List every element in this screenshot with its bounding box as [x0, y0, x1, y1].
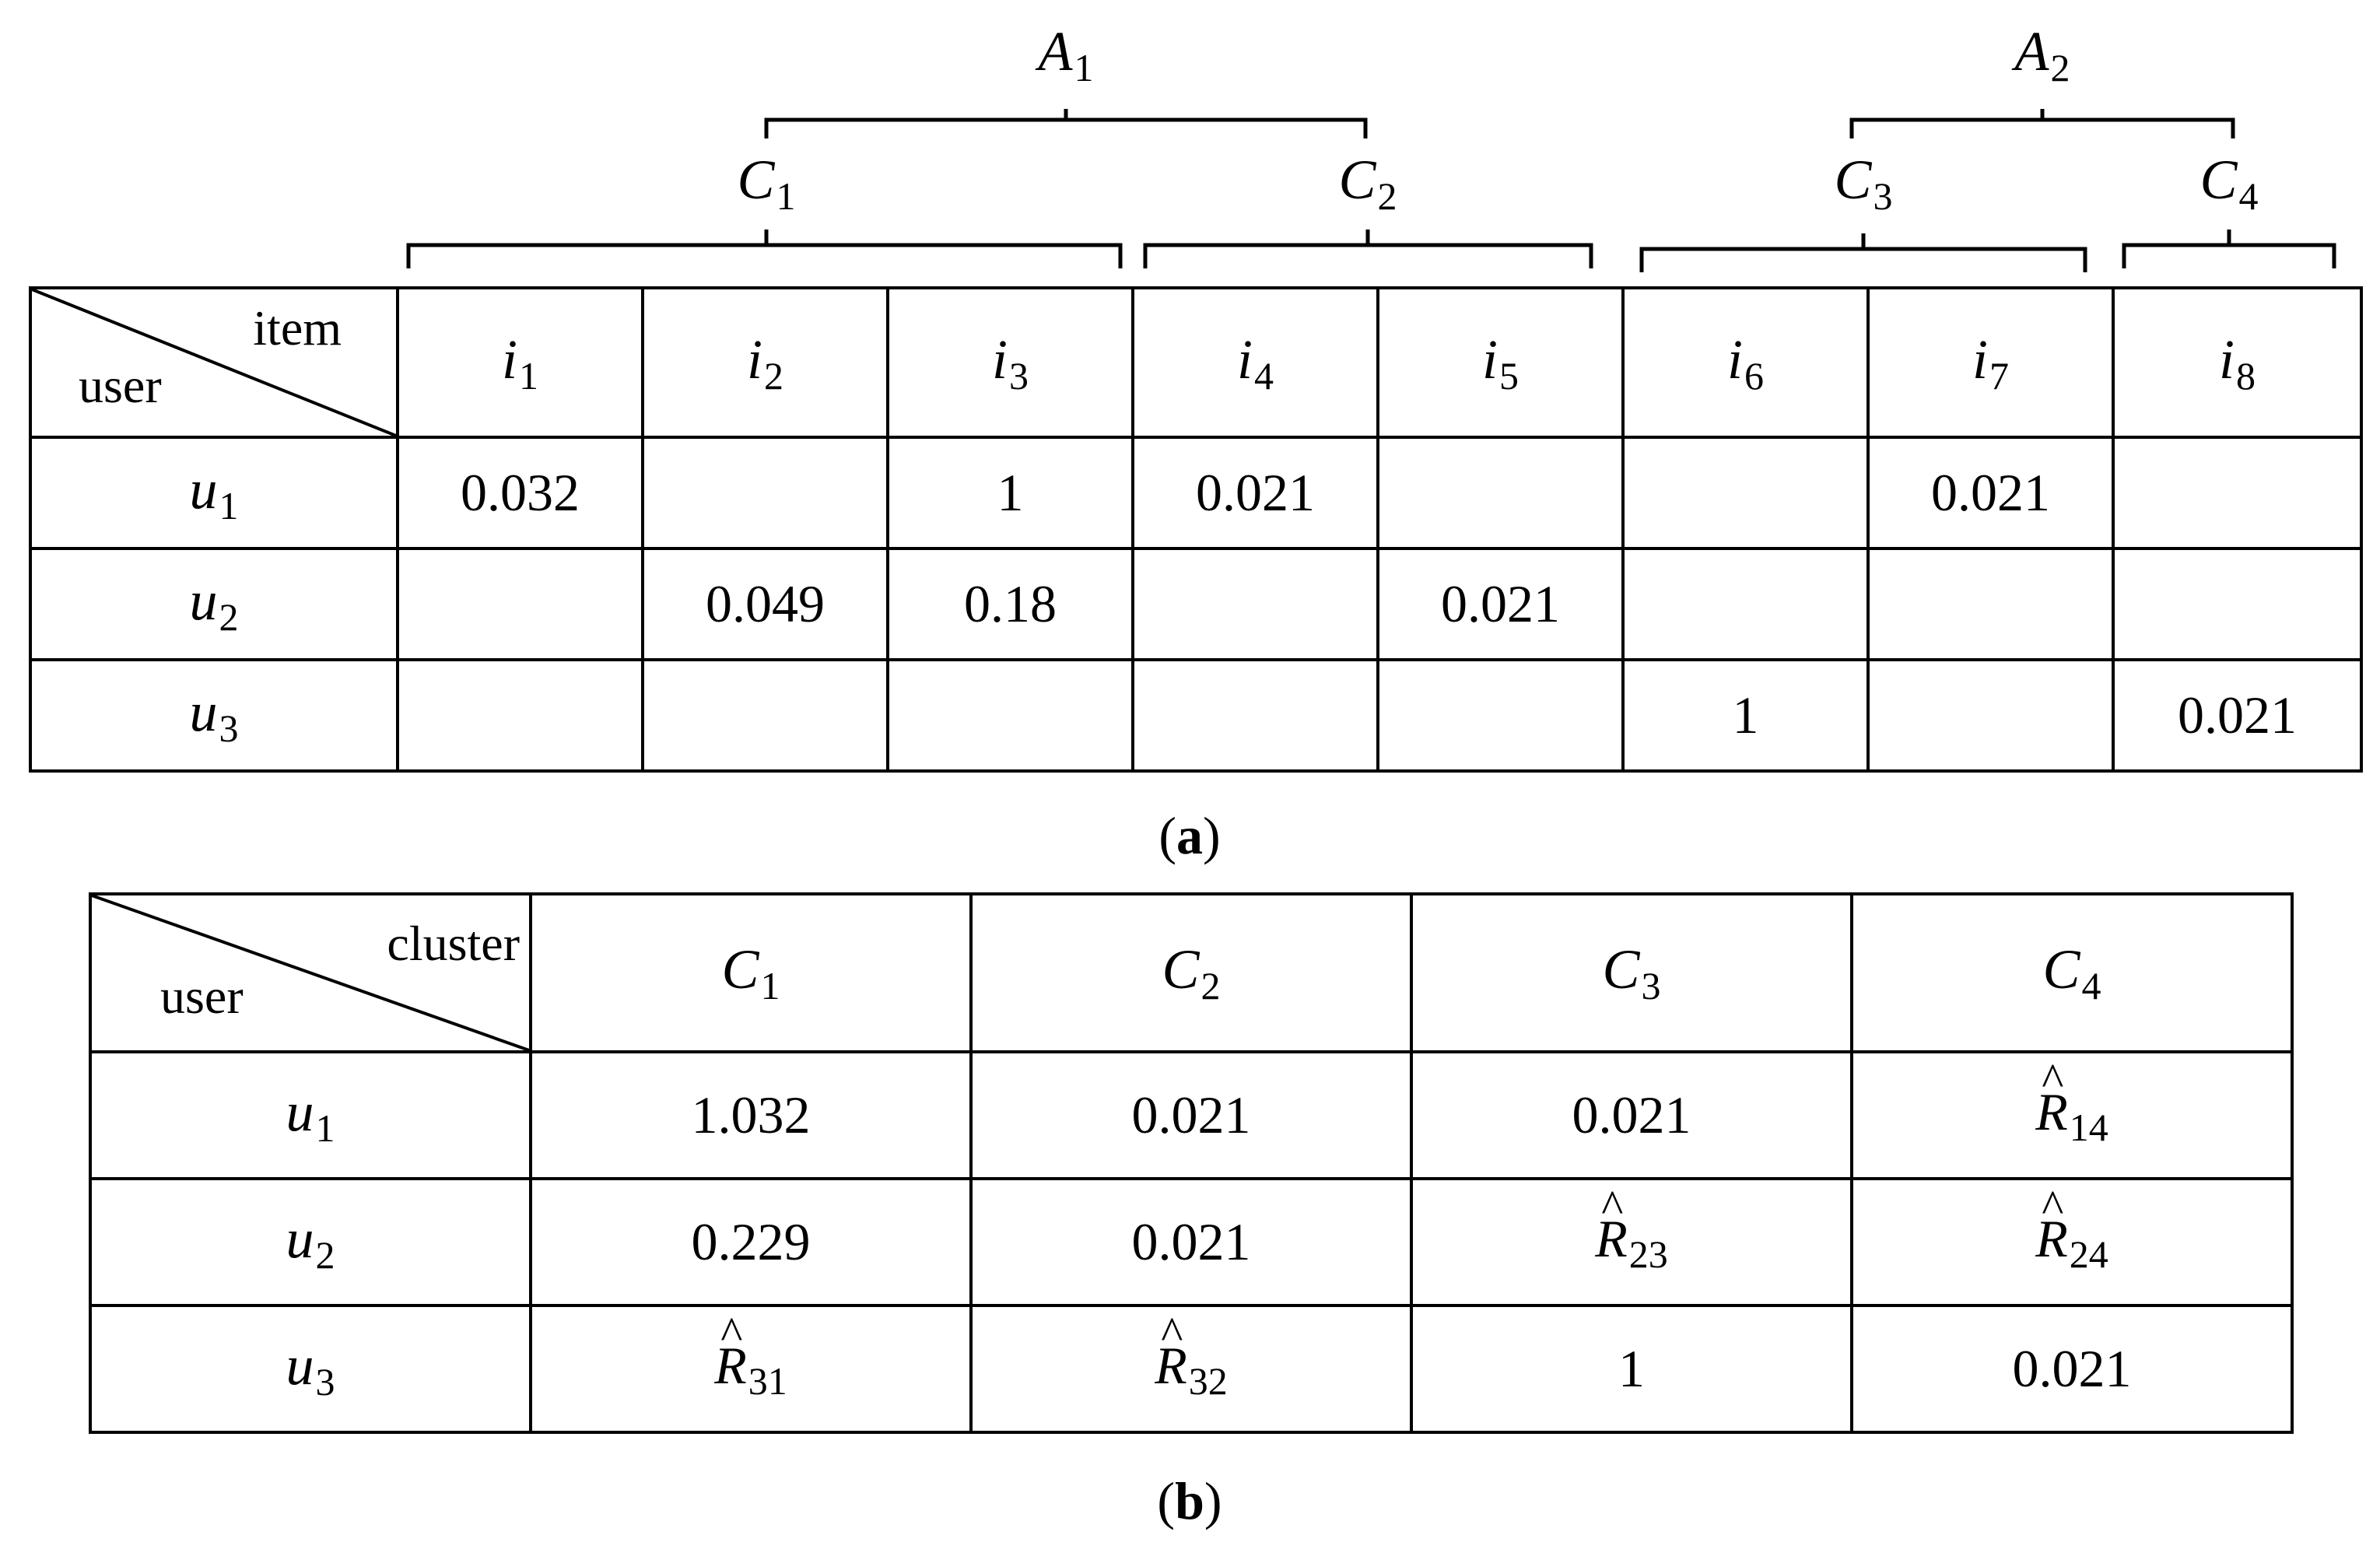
table-b-corner: cluster user	[89, 892, 532, 1053]
table-a-cell	[2112, 547, 2363, 661]
table-a-cell	[1131, 547, 1379, 661]
label-c1: C1	[737, 149, 796, 218]
col-header-i2: i2	[641, 286, 889, 439]
row-header-u2: u2	[89, 1177, 532, 1307]
table-a-cell: 0.021	[1866, 436, 2115, 550]
table-a: item user i1 i2 i3 i4 i5 i6 i7 i8 u1 0.0…	[29, 286, 2363, 773]
table-a-cell	[396, 547, 644, 661]
table-a-cell	[1376, 436, 1625, 550]
table-a-row: u2 0.049 0.18 0.021	[29, 547, 2363, 661]
table-a-cell: 0.032	[396, 436, 644, 550]
label-c4: C4	[2199, 149, 2259, 218]
table-a-cell: 0.021	[1131, 436, 1379, 550]
corner-label-item: item	[253, 300, 342, 356]
table-b-cell: ^R31	[529, 1304, 973, 1434]
table-a-cell	[1621, 547, 1870, 661]
table-a-cell: 0.021	[2112, 658, 2363, 773]
r-hat-symbol: ^R14	[2035, 1053, 2108, 1149]
table-a-cell: 0.18	[886, 547, 1134, 661]
caption-a: (a)	[1158, 806, 1221, 865]
label-c2: C2	[1338, 149, 1397, 218]
table-a-cell	[886, 658, 1134, 773]
table-b-cell: 1	[1410, 1304, 1853, 1434]
r-hat-symbol: ^R23	[1595, 1180, 1668, 1276]
table-b-cell: 1.032	[529, 1050, 973, 1180]
corner-label-user: user	[79, 358, 162, 413]
row-header-u1: u1	[29, 436, 399, 550]
label-a2: A2	[2014, 20, 2070, 89]
row-header-u3: u3	[89, 1304, 532, 1434]
corner-diagonal	[92, 895, 529, 1050]
row-header-u3: u3	[29, 658, 399, 773]
table-b-cell: 0.229	[529, 1177, 973, 1307]
col-header-i1: i1	[396, 286, 644, 439]
bracket-a2	[1849, 109, 2235, 138]
corner-label-cluster: cluster	[387, 916, 520, 971]
table-a-cell: 1	[886, 436, 1134, 550]
table-a-cell: 0.049	[641, 547, 889, 661]
table-a-cell	[2112, 436, 2363, 550]
table-a-cell: 1	[1621, 658, 1870, 773]
caption-b: (b)	[1157, 1471, 1222, 1530]
bracket-a1	[764, 109, 1368, 138]
table-b-cell: 0.021	[969, 1177, 1413, 1307]
col-header-i3: i3	[886, 286, 1134, 439]
col-header-c1: C1	[529, 892, 973, 1053]
table-a-cell	[1866, 658, 2115, 773]
col-header-c4: C4	[1850, 892, 2294, 1053]
r-hat-symbol: ^R24	[2035, 1180, 2108, 1276]
table-b-cell: ^R23	[1410, 1177, 1853, 1307]
table-a-cell	[1621, 436, 1870, 550]
table-a-cell	[641, 658, 889, 773]
table-a-cell	[396, 658, 644, 773]
col-header-i8: i8	[2112, 286, 2363, 439]
table-b-row: u3 ^R31 ^R32 1 0.021	[89, 1304, 2294, 1434]
table-b-cell: ^R32	[969, 1304, 1413, 1434]
col-header-i7: i7	[1866, 286, 2115, 439]
table-b-row: u2 0.229 0.021 ^R23 ^R24	[89, 1177, 2294, 1307]
table-b-cell: 0.021	[1410, 1050, 1853, 1180]
bracket-c3	[1639, 233, 2087, 272]
table-b: cluster user C1 C2 C3 C4 u1 1.032 0.021 …	[89, 892, 2294, 1434]
table-a-cell: 0.021	[1376, 547, 1625, 661]
r-hat-symbol: ^R31	[714, 1307, 787, 1403]
col-header-c2: C2	[969, 892, 1413, 1053]
row-header-u1: u1	[89, 1050, 532, 1180]
bracket-c4	[2122, 230, 2336, 268]
table-a-row: u3 1 0.021	[29, 658, 2363, 773]
table-a-cell	[641, 436, 889, 550]
r-hat-symbol: ^R32	[1155, 1307, 1228, 1403]
label-c3: C3	[1834, 149, 1893, 218]
table-b-cell: ^R14	[1850, 1050, 2294, 1180]
bracket-c2	[1143, 230, 1593, 268]
table-b-cell: 0.021	[969, 1050, 1413, 1180]
col-header-i6: i6	[1621, 286, 1870, 439]
table-b-cell: ^R24	[1850, 1177, 2294, 1307]
corner-diagonal	[32, 289, 396, 436]
table-a-cell	[1376, 658, 1625, 773]
corner-label-user: user	[160, 969, 244, 1024]
table-a-cell	[1866, 547, 2115, 661]
table-b-row: u1 1.032 0.021 0.021 ^R14	[89, 1050, 2294, 1180]
col-header-i5: i5	[1376, 286, 1625, 439]
table-b-cell: 0.021	[1850, 1304, 2294, 1434]
table-a-corner: item user	[29, 286, 399, 439]
table-a-row: u1 0.032 1 0.021 0.021	[29, 436, 2363, 550]
table-b-header-row: cluster user C1 C2 C3 C4	[89, 892, 2294, 1053]
table-a-header-row: item user i1 i2 i3 i4 i5 i6 i7 i8	[29, 286, 2363, 439]
label-a1: A1	[1038, 20, 1094, 89]
row-header-u2: u2	[29, 547, 399, 661]
table-a-cell	[1131, 658, 1379, 773]
col-header-i4: i4	[1131, 286, 1379, 439]
col-header-c3: C3	[1410, 892, 1853, 1053]
bracket-c1	[406, 230, 1123, 268]
